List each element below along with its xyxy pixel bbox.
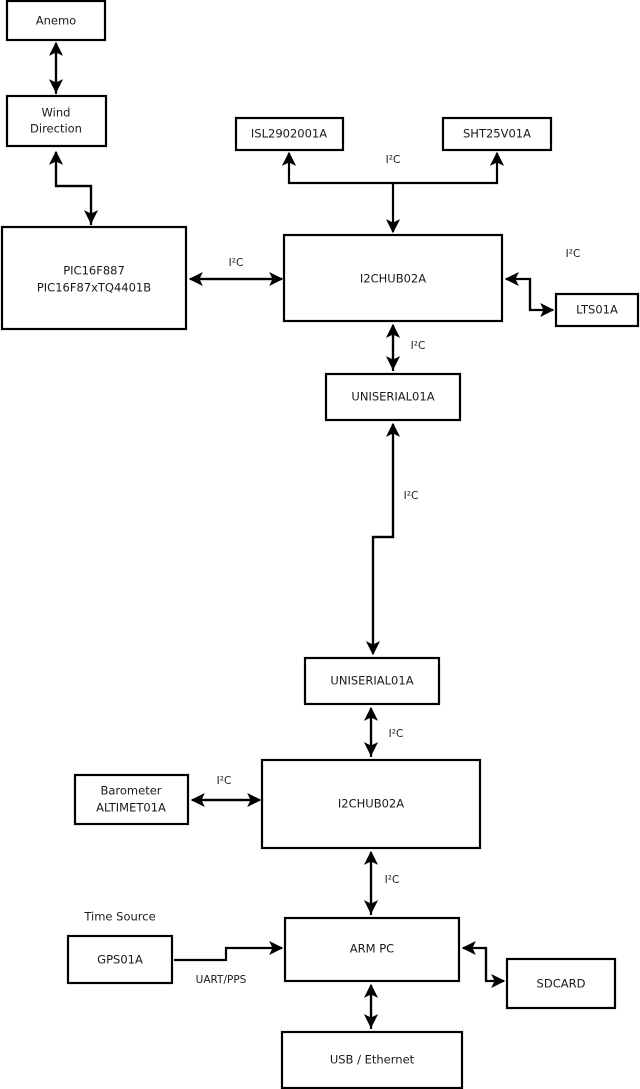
node-lts01a[interactable]: LTS01A bbox=[554, 292, 640, 328]
edge-label-gps-armpc: UART/PPS bbox=[196, 974, 247, 986]
node-box[interactable] bbox=[260, 758, 482, 850]
node-label-lts: LTS01A bbox=[576, 303, 618, 317]
edge-line bbox=[484, 948, 506, 989]
edge-label-hubtop-sensors: I²C bbox=[386, 154, 401, 166]
node-anemo[interactable]: Anemo bbox=[5, 0, 107, 42]
node-label-hub-bottom: I2CHUB02A bbox=[338, 797, 404, 811]
edge-hubtop-sensors: I²C bbox=[281, 151, 505, 234]
edge-uniserial-link: I²C bbox=[365, 422, 419, 656]
node-label-pic-line2: PIC16F87xTQ4401B bbox=[37, 281, 151, 295]
node-gps01a[interactable]: GPS01A bbox=[66, 934, 174, 985]
edge-line bbox=[281, 151, 393, 185]
node-sht25v01a[interactable]: SHT25V01A bbox=[441, 116, 553, 152]
edge-armpc-sdcard bbox=[461, 940, 506, 989]
edge-line bbox=[504, 271, 532, 310]
edge-barometer-hubbot: I²C bbox=[190, 775, 262, 808]
node-label-uniserial-top: UNISERIAL01A bbox=[351, 390, 434, 404]
edge-label-uniserialbot-hub: I²C bbox=[389, 728, 404, 740]
edge-line bbox=[54, 158, 99, 225]
node-i2chub02a-top[interactable]: I2CHUB02A bbox=[282, 233, 504, 323]
node-box[interactable] bbox=[554, 292, 640, 328]
edge-line bbox=[461, 940, 488, 981]
edge-label-barometer-hubbot: I²C bbox=[217, 775, 232, 787]
node-box[interactable] bbox=[303, 656, 441, 706]
node-uniserial01a-top[interactable]: UNISERIAL01A bbox=[324, 372, 462, 422]
node-wind-direction[interactable]: Wind Direction bbox=[5, 94, 108, 148]
node-label-wind-line1: Wind bbox=[42, 106, 71, 120]
edge-gps-armpc: UART/PPS bbox=[174, 940, 284, 986]
node-label-gps: GPS01A bbox=[97, 953, 143, 967]
node-box[interactable] bbox=[283, 916, 461, 983]
node-label-uniserial-bottom: UNISERIAL01A bbox=[330, 674, 413, 688]
edge-line bbox=[528, 279, 555, 318]
node-box[interactable] bbox=[441, 116, 553, 152]
node-label-usb-ethernet: USB / Ethernet bbox=[330, 1053, 415, 1067]
node-box[interactable] bbox=[280, 1030, 464, 1089]
node-label-arm-pc: ARM PC bbox=[350, 942, 394, 956]
node-arm-pc[interactable]: ARM PC bbox=[283, 916, 461, 983]
edge-label-hubtop-uniserial: I²C bbox=[411, 340, 426, 352]
label-time-source: Time Source bbox=[83, 910, 155, 924]
node-label-hub-top: I2CHUB02A bbox=[360, 272, 426, 286]
node-box[interactable] bbox=[66, 934, 174, 985]
node-box[interactable] bbox=[282, 233, 504, 323]
node-i2chub02a-bottom[interactable]: I2CHUB02A bbox=[260, 758, 482, 850]
node-usb-ethernet[interactable]: USB / Ethernet bbox=[280, 1030, 464, 1089]
node-box[interactable] bbox=[5, 94, 108, 148]
node-box[interactable] bbox=[0, 225, 188, 331]
edge-hubtop-uniserial: I²C bbox=[385, 323, 426, 371]
node-label-barometer-line1: Barometer bbox=[100, 784, 161, 798]
node-uniserial01a-bottom[interactable]: UNISERIAL01A bbox=[303, 656, 441, 706]
node-label-wind-line2: Direction bbox=[30, 122, 82, 136]
node-label-pic-line1: PIC16F887 bbox=[63, 264, 125, 278]
node-box[interactable] bbox=[505, 957, 617, 1010]
edge-line bbox=[365, 424, 395, 656]
edge-wind-pic bbox=[48, 150, 99, 225]
edge-line bbox=[174, 940, 284, 962]
edge-label-uniserial-link: I²C bbox=[404, 490, 419, 502]
node-box[interactable] bbox=[324, 372, 462, 422]
node-label-sht: SHT25V01A bbox=[463, 127, 531, 141]
edge-pic-hubtop: I²C bbox=[188, 257, 284, 287]
node-box[interactable] bbox=[234, 116, 345, 152]
node-barometer[interactable]: Barometer ALTIMET01A bbox=[73, 773, 190, 826]
node-label-isl: ISL2902001A bbox=[251, 127, 327, 141]
node-label-barometer-line2: ALTIMET01A bbox=[96, 801, 166, 815]
edge-hubtop-lts: I²C bbox=[504, 248, 581, 318]
node-box[interactable] bbox=[73, 773, 190, 826]
edge-label-hubtop-lts: I²C bbox=[566, 248, 581, 260]
edge-label-hubbot-armpc: I²C bbox=[385, 874, 400, 886]
edge-line bbox=[48, 150, 93, 225]
edge-uniserialbot-hub: I²C bbox=[363, 706, 404, 757]
edge-line bbox=[393, 151, 505, 185]
edge-label-pic-hubtop: I²C bbox=[229, 257, 244, 269]
node-box[interactable] bbox=[5, 0, 107, 42]
node-label-anemo: Anemo bbox=[36, 14, 76, 28]
node-sdcard[interactable]: SDCARD bbox=[505, 957, 617, 1010]
node-pic-mcu[interactable]: PIC16F887 PIC16F87xTQ4401B bbox=[0, 225, 188, 331]
edge-hubbot-armpc: I²C bbox=[363, 850, 400, 915]
node-label-sdcard: SDCARD bbox=[537, 977, 586, 991]
node-isl2902001a[interactable]: ISL2902001A bbox=[234, 116, 345, 152]
